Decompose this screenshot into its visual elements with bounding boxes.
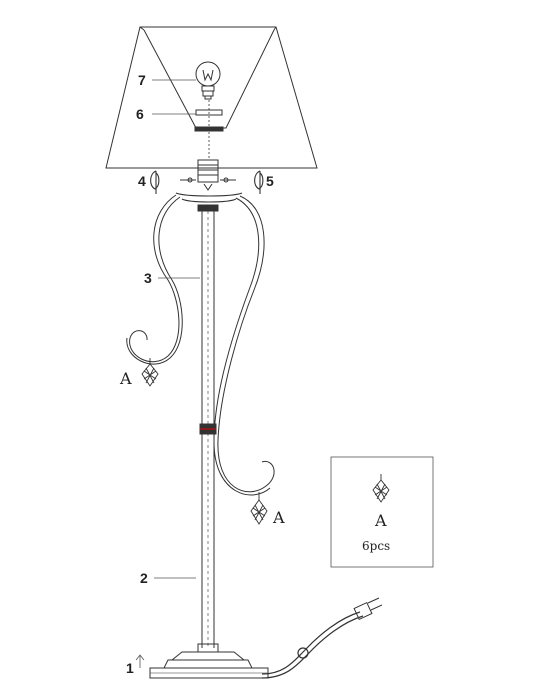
label-part-5: 5 (266, 173, 274, 189)
leader-lines (135, 79, 200, 668)
lamp-base (149, 643, 269, 679)
power-plug (353, 597, 383, 621)
crystal-quantity-inset: A 6pcs (330, 456, 434, 568)
thumb-screw-right (254, 170, 264, 194)
light-bulb (195, 61, 221, 100)
inset-crystal-icon (372, 474, 390, 503)
label-part-1: 1 (126, 660, 134, 676)
label-part-4: 4 (138, 173, 146, 189)
label-crystal-left: A (119, 369, 132, 388)
crystal-pendant-right (250, 492, 268, 525)
thumb-screw-left (150, 170, 160, 194)
arm-holder-plate (175, 192, 243, 212)
label-crystal-right: A (272, 508, 285, 527)
power-cord (261, 611, 364, 679)
shade-holder-ring (194, 100, 224, 158)
inset-quantity: 6pcs (362, 539, 390, 553)
label-part-3: 3 (144, 270, 152, 286)
lamp-pole (199, 211, 217, 648)
label-part-7: 7 (138, 72, 146, 88)
inset-letter: A (374, 511, 387, 530)
label-part-6: 6 (136, 106, 144, 122)
crystal-pendant-left (141, 358, 159, 387)
decorative-arms (126, 194, 275, 496)
label-part-2: 2 (140, 570, 148, 586)
socket-coupling (180, 159, 236, 191)
